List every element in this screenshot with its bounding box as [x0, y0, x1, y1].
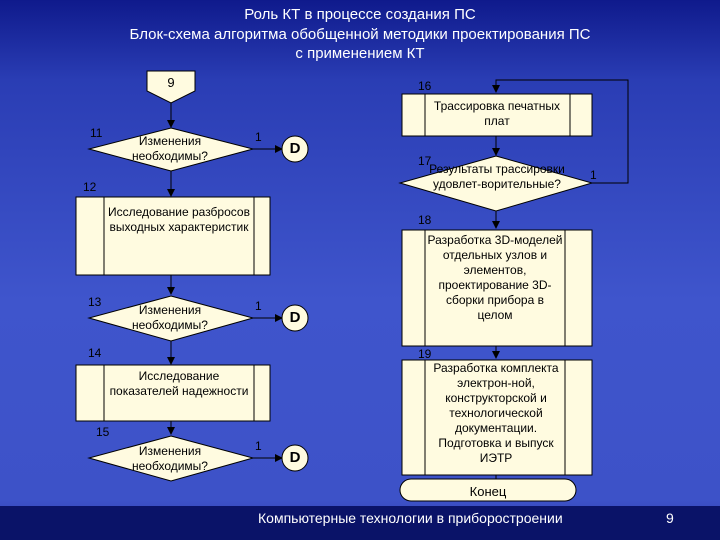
page-number: 9: [666, 510, 674, 526]
yes-label-17: 1: [590, 168, 597, 182]
end-terminator-text: Конец: [469, 484, 507, 499]
process-19: [401, 359, 593, 476]
loop-back-line: [492, 79, 629, 184]
process-14: [75, 364, 271, 422]
decision-17-text: Результаты трассировки удовлет-ворительн…: [429, 162, 565, 191]
process-16: [401, 93, 593, 137]
connector-d-13: [281, 304, 309, 332]
step-number-15: 15: [96, 425, 110, 439]
slide-title: Роль КТ в процессе создания ПС: [244, 6, 476, 23]
offpage-connector-9: [146, 70, 196, 104]
process-18-text: Разработка 3D-моделей отдельных узлов и …: [427, 233, 563, 322]
decision-11-text: Изменения необходимы?: [132, 134, 208, 163]
step-number-18: 18: [418, 213, 432, 227]
step-number-11: 11: [90, 126, 103, 140]
connector-d-15-text: D: [289, 449, 301, 466]
yes-label-13: 1: [255, 299, 262, 313]
process-12: [75, 196, 271, 276]
slide-subtitle-2: с применением КТ: [295, 45, 425, 62]
connector-d-15: [281, 444, 309, 472]
step-number-17: 17: [418, 154, 432, 168]
decision-15-text: Изменения необходимы?: [132, 444, 208, 473]
end-terminator: [399, 478, 577, 502]
yes-label-15: 1: [255, 439, 262, 453]
decision-13-text: Изменения необходимы?: [132, 303, 208, 332]
connector-d-11: [281, 135, 309, 163]
footer-course-title: Компьютерные технологии в приборостроени…: [258, 510, 563, 526]
process-18: [401, 229, 593, 347]
decision-15: [87, 435, 255, 482]
step-number-19: 19: [418, 347, 432, 361]
yes-label-11: 1: [255, 130, 262, 144]
slide-subtitle: Блок-схема алгоритма обобщенной методики…: [129, 26, 591, 43]
connector-d-11-text: D: [289, 140, 301, 157]
process-16-text: Трассировка печатных плат: [433, 99, 561, 128]
step-number-12: 12: [83, 180, 97, 194]
process-12-text: Исследование разбросов выходных характер…: [108, 205, 250, 234]
process-14-text: Исследование показателей надежности: [109, 369, 249, 398]
process-19-text: Разработка комплекта электрон-ной, конст…: [433, 361, 559, 465]
connector-9-label: 9: [167, 75, 175, 90]
footer-bar: [0, 506, 720, 540]
step-number-16: 16: [418, 79, 432, 93]
connector-d-13-text: D: [289, 309, 301, 326]
step-number-13: 13: [88, 295, 102, 309]
step-number-14: 14: [88, 346, 102, 360]
